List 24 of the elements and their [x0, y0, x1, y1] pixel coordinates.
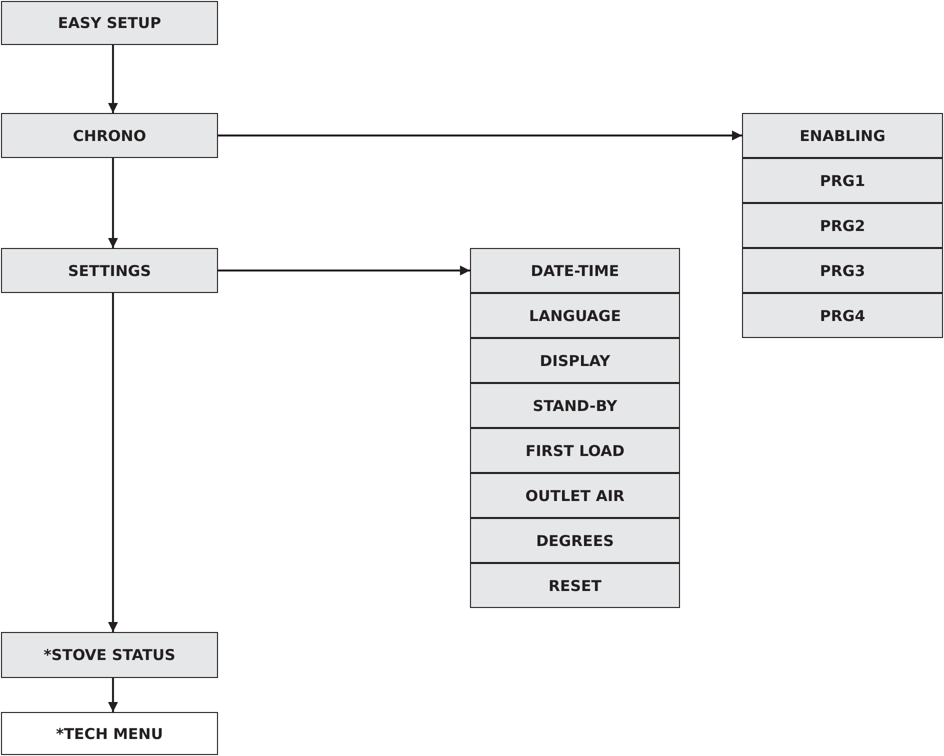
arrow	[108, 158, 118, 248]
arrow	[108, 293, 118, 632]
arrow	[218, 266, 470, 276]
menu-box: STAND-BY	[470, 383, 680, 428]
menu-box: FIRST LOAD	[470, 428, 680, 473]
menu-box: PRG2	[742, 203, 943, 248]
menu-box: PRG1	[742, 158, 943, 203]
menu-box: PRG4	[742, 293, 943, 338]
menu-box: DATE-TIME	[470, 248, 680, 293]
menu-box: *STOVE STATUS	[1, 632, 218, 678]
menu-box: OUTLET AIR	[470, 473, 680, 518]
menu-box: CHRONO	[1, 113, 218, 158]
menu-box: DEGREES	[470, 518, 680, 563]
menu-box: EASY SETUP	[1, 1, 218, 45]
menu-box: RESET	[470, 563, 680, 608]
arrow	[108, 678, 118, 712]
arrow	[218, 130, 742, 140]
menu-box: *TECH MENU	[1, 712, 218, 755]
menu-box: SETTINGS	[1, 248, 218, 293]
menu-box: LANGUAGE	[470, 293, 680, 338]
menu-box: DISPLAY	[470, 338, 680, 383]
menu-box: ENABLING	[742, 113, 943, 158]
menu-box: PRG3	[742, 248, 943, 293]
arrow	[108, 45, 118, 113]
